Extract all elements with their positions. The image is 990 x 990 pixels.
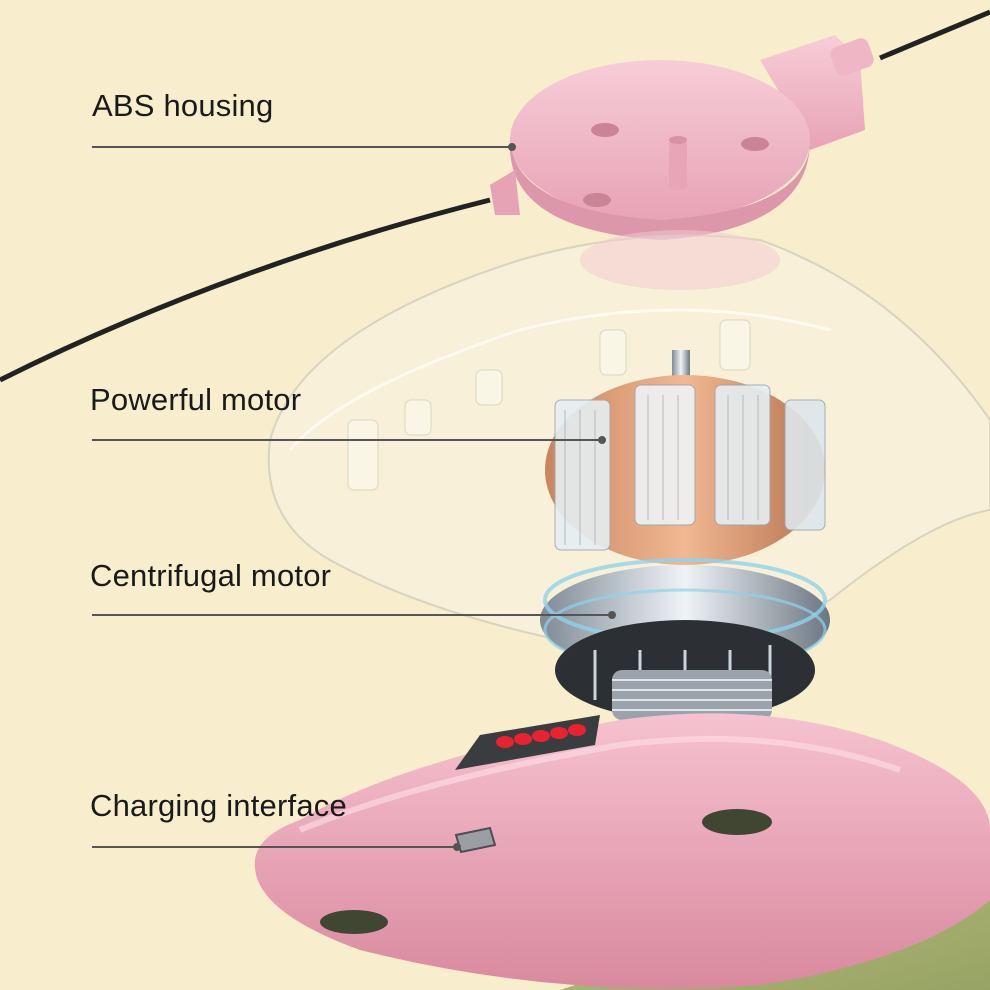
cable (0, 197, 491, 383)
cable-top (879, 9, 990, 61)
leader-lines (92, 143, 616, 851)
callout-centrifugal-motor: Centrifugal motor (90, 558, 332, 593)
led-display (496, 724, 586, 748)
rotor-assembly (545, 350, 826, 565)
callout-abs-housing: ABS housing (92, 88, 274, 123)
device-base (254, 713, 990, 989)
callout-charging-interface: Charging interface (90, 788, 347, 823)
callout-powerful-motor: Powerful motor (90, 382, 302, 417)
centrifugal-motor (540, 558, 830, 720)
abs-housing (490, 35, 874, 240)
